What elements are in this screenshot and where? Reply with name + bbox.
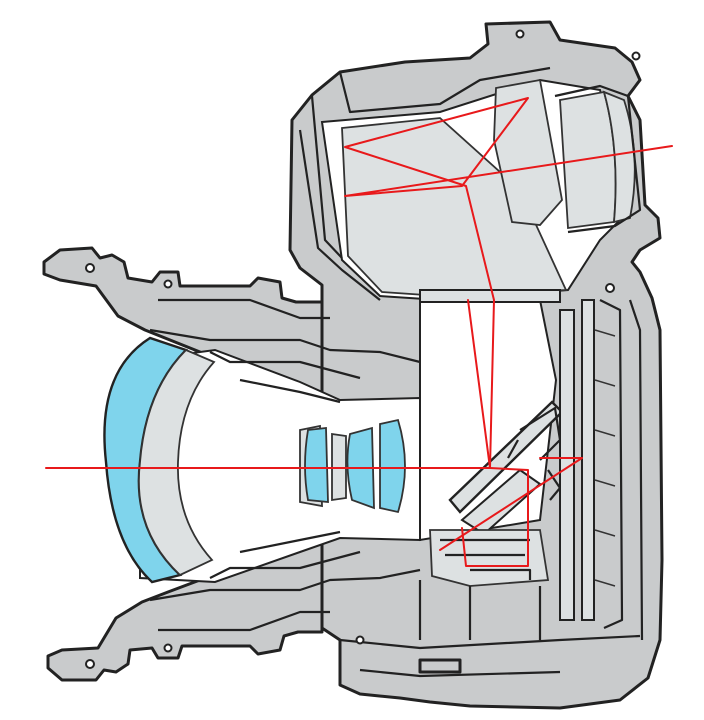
screw — [605, 283, 615, 293]
back-door-lines — [599, 299, 644, 641]
light-ray-to-sensor — [439, 457, 583, 551]
screw — [631, 51, 641, 61]
film-plane-plate — [581, 299, 595, 621]
top-housing-lines — [298, 66, 551, 301]
light-ray-reflex-branch — [467, 299, 491, 469]
tripod-socket — [418, 658, 462, 674]
light-ray-paths — [45, 97, 673, 567]
bottom-chassis-lines — [339, 580, 641, 678]
screw — [355, 635, 365, 645]
focusing-screen — [419, 289, 561, 303]
barrel-structure-upper — [149, 298, 421, 404]
light-ray-to-viewfinder — [344, 97, 673, 469]
lens-element-highlight-1 — [304, 426, 329, 503]
screw — [515, 29, 525, 39]
shutter-curtain — [559, 309, 575, 621]
light-ray-to-af-module — [461, 467, 529, 567]
screw — [163, 643, 173, 653]
pressure-plate — [594, 329, 616, 587]
screw — [85, 263, 95, 273]
barrel-structure-lower — [149, 530, 421, 632]
eyepiece-lens-1 — [559, 90, 617, 230]
screw — [85, 659, 95, 669]
eyepiece-prism — [493, 78, 563, 226]
lens-element-highlight-3 — [379, 418, 406, 514]
front-lens-inner-glass — [137, 348, 216, 577]
screw — [163, 279, 173, 289]
eyepiece-frame — [554, 84, 642, 234]
autofocus-module — [429, 529, 550, 587]
